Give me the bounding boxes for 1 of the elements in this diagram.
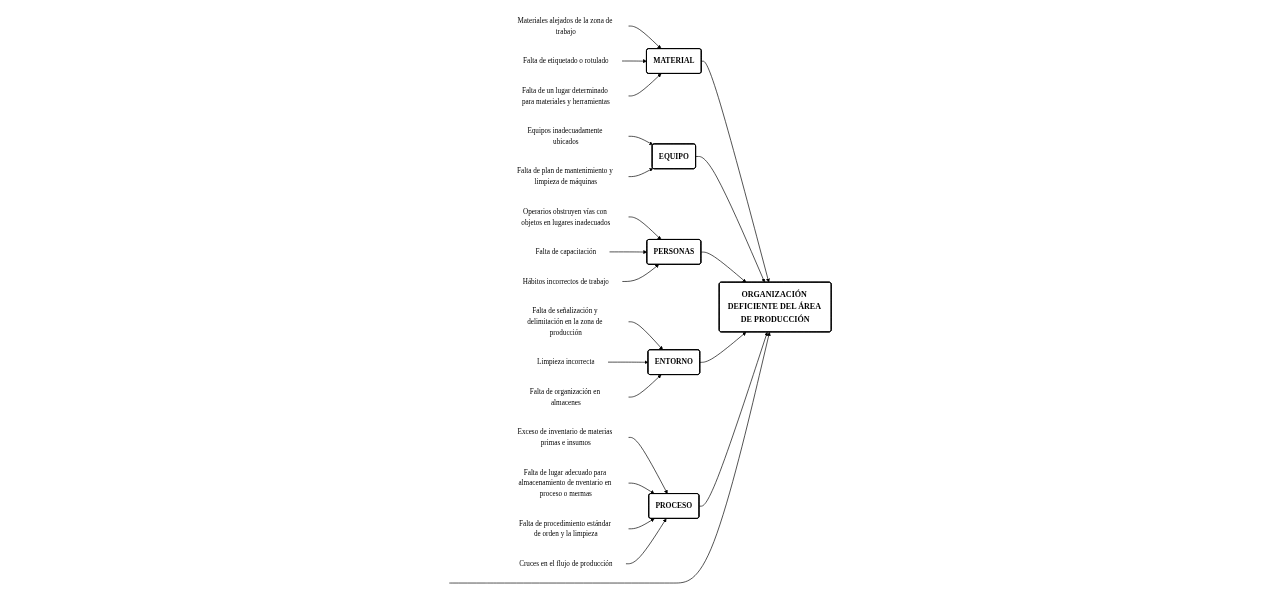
effect-box: ORGANIZACIÓN DEFICIENTE DEL ÁREA DE PRODUCCIÓN (718, 281, 832, 333)
